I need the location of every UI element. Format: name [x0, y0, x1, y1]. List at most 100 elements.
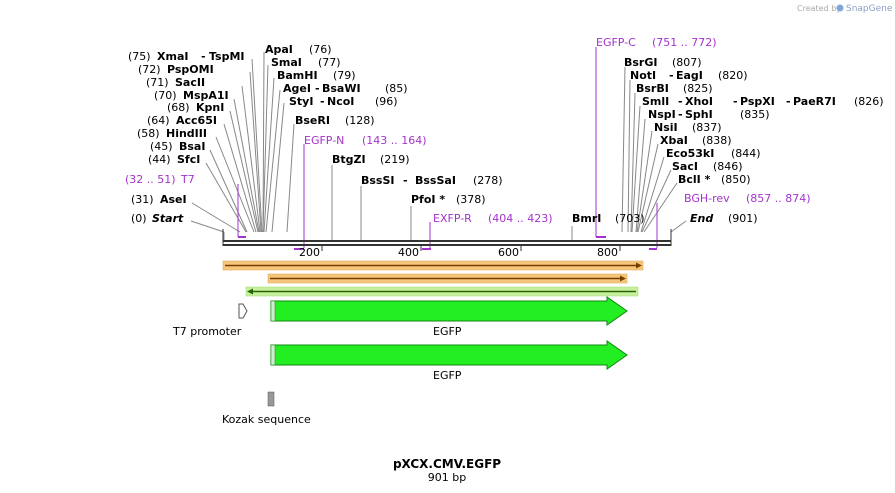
site-name-apai: ApaI: [265, 43, 293, 56]
site-name-bseri: BseRI: [295, 114, 330, 127]
site-name-nsii: NsiI: [654, 121, 678, 134]
egfp-label-1: EGFP: [433, 325, 462, 338]
site-name-noti: NotI: [630, 69, 656, 82]
site-name-styi: StyI: [289, 95, 313, 108]
site-pos-bsrgi: (807): [672, 56, 702, 69]
site-name-sacii: SacII: [175, 76, 205, 89]
svg-text:-: -: [201, 50, 206, 63]
primer-name-exfp-r: EXFP-R: [433, 212, 472, 225]
site-pos-pfoi: (378): [456, 193, 486, 206]
egfp-label-2: EGFP: [433, 369, 462, 382]
site-pos-smai: (77): [318, 56, 341, 69]
site-pos-end: (901): [728, 212, 758, 225]
site-name-nspi: NspI: [648, 108, 676, 121]
site-name-sphi: SphI: [685, 108, 713, 121]
site-name-bcli: BclI *: [678, 173, 711, 186]
site-pos-pspomi: (72): [138, 63, 161, 76]
site-name-eagi: EagI: [676, 69, 703, 82]
site-pos-apai: (76): [309, 43, 332, 56]
site-name-kpni: KpnI: [196, 101, 224, 114]
watermark-brand: SnapGene: [846, 4, 893, 14]
kozak-feature: Kozak sequence: [222, 391, 311, 426]
middle-site-labels: ApaI (76) SmaI (77) BamHI (79) AgeI - Bs…: [265, 43, 645, 225]
site-name-bmri: BmrI: [572, 212, 601, 225]
site-pos-smli: (826): [854, 95, 884, 108]
primer-name-egfp-c: EGFP-C: [596, 36, 636, 49]
site-pos-start: (0): [131, 212, 147, 225]
site-name-sfci: SfcI: [177, 153, 200, 166]
site-name-bsssai: BssSaI: [415, 174, 456, 187]
site-pos-eco53ki: (844): [731, 147, 761, 160]
ruler-ticks: 200 400 600 800: [299, 246, 621, 259]
site-pos-bamhi: (79): [333, 69, 356, 82]
site-pos-bcli: (850): [721, 173, 751, 186]
map-title: pXCX.CMV.EGFP: [393, 457, 501, 471]
site-name-saci: SacI: [672, 160, 698, 173]
site-name-bsrbi: BsrBI: [636, 82, 669, 95]
site-pos-acc65i: (64): [147, 114, 170, 127]
site-name-bsai: BsaI: [179, 140, 205, 153]
site-pos-bsai: (45): [150, 140, 173, 153]
site-name-bamhi: BamHI: [277, 69, 318, 82]
svg-text:-: -: [320, 95, 325, 108]
site-name-tspmi: TspMI: [209, 50, 245, 63]
site-pos-sacii: (71): [146, 76, 169, 89]
site-pos-noti: (820): [718, 69, 748, 82]
site-name-agei: AgeI: [283, 82, 311, 95]
site-pos-mspa1i: (70): [154, 89, 177, 102]
site-pos-bsrbi: (825): [683, 82, 713, 95]
primer-marks: [238, 236, 657, 250]
tick-600: 600: [498, 246, 519, 259]
site-pos-sfci: (44): [148, 153, 171, 166]
site-pos-styi: (96): [375, 95, 398, 108]
svg-text:-: -: [315, 82, 320, 95]
egfp-feature-1: EGFP: [270, 296, 628, 338]
orf-bars: [222, 260, 644, 297]
site-name-bsrgi: BsrGI: [624, 56, 657, 69]
map-subtitle: 901 bp: [428, 471, 466, 484]
primer-range-t7: (32 .. 51): [125, 173, 176, 186]
site-name-asei: AseI: [160, 193, 187, 206]
site-name-bsssi: BssSI: [361, 174, 395, 187]
site-pos-bsssi: (278): [473, 174, 503, 187]
svg-text:-: -: [733, 95, 738, 108]
primer-labels: (32 .. 51) T7 EGFP-N (143 .. 164) EXFP-R…: [125, 36, 811, 225]
t7-promoter-label: T7 promoter: [172, 325, 242, 338]
t7-promoter: T7 promoter: [172, 303, 248, 338]
primer-range-bgh-rev: (857 .. 874): [746, 192, 811, 205]
orf-arrow-left-icon: [247, 288, 253, 295]
site-pos-nspi: (835): [740, 108, 770, 121]
right-site-labels: BsrGI (807) NotI - EagI (820) BsrBI (825…: [624, 56, 884, 225]
site-pos-nsii: (837): [692, 121, 722, 134]
primer-range-egfp-c: (751 .. 772): [652, 36, 717, 49]
site-name-btgzi: BtgZI: [332, 153, 366, 166]
site-pos-asei: (31): [131, 193, 154, 206]
site-pos-xmai: (75): [128, 50, 151, 63]
site-name-smai: SmaI: [271, 56, 302, 69]
site-name-xmai: XmaI: [157, 50, 188, 63]
site-name-hindiii: HindIII: [166, 127, 207, 140]
orf-arrow-right-icon: [636, 262, 642, 269]
site-pos-bseri: (128): [345, 114, 375, 127]
site-pos-saci: (846): [713, 160, 743, 173]
snapgene-logo-icon: [836, 4, 844, 12]
primer-range-exfp-r: (404 .. 423): [488, 212, 553, 225]
svg-text:-: -: [678, 95, 683, 108]
site-name-smli: SmlI: [642, 95, 669, 108]
site-name-start: Start: [152, 212, 184, 225]
site-pos-kpni: (68): [167, 101, 190, 114]
site-name-pspxi: PspXI: [740, 95, 775, 108]
backbone: [222, 229, 672, 246]
t7-promoter-arrow-icon: [238, 303, 248, 319]
svg-text:-: -: [403, 174, 408, 187]
tick-400: 400: [398, 246, 419, 259]
site-pos-agei: (85): [385, 82, 408, 95]
svg-text:-: -: [678, 108, 683, 121]
tick-800: 800: [597, 246, 618, 259]
kozak-label: Kozak sequence: [222, 413, 311, 426]
site-name-xbai: XbaI: [660, 134, 688, 147]
primer-name-t7: T7: [180, 173, 195, 186]
egfp-feature-2: EGFP: [270, 340, 628, 382]
orf-arrow-right-icon-2: [620, 275, 626, 282]
